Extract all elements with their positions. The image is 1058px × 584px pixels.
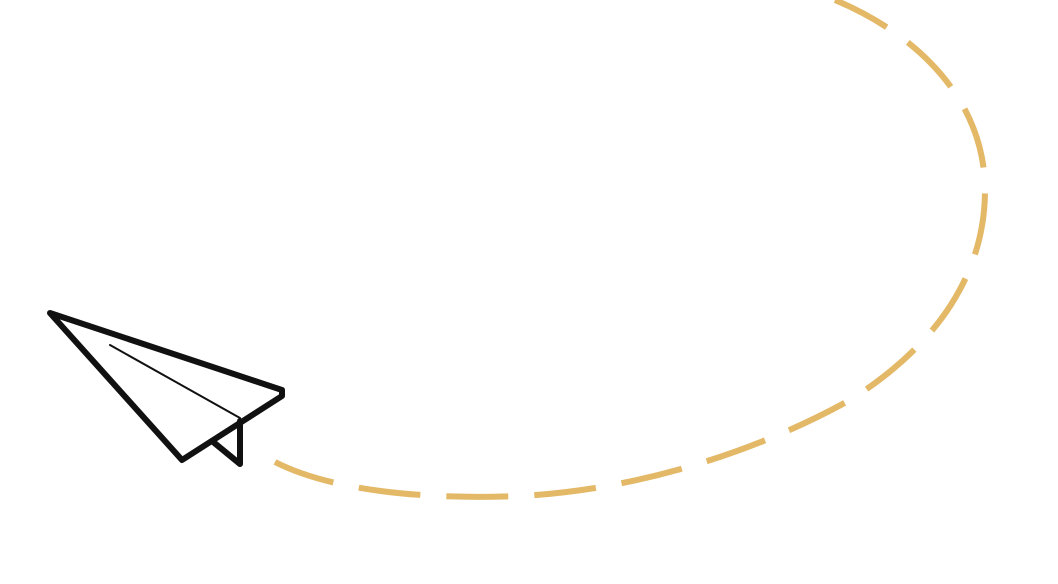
plane-tail [209, 418, 243, 467]
paper-plane-icon [47, 310, 285, 467]
plane-fold-line [109, 344, 241, 419]
dashed-flight-path [273, 0, 989, 500]
plane-body [47, 310, 285, 463]
